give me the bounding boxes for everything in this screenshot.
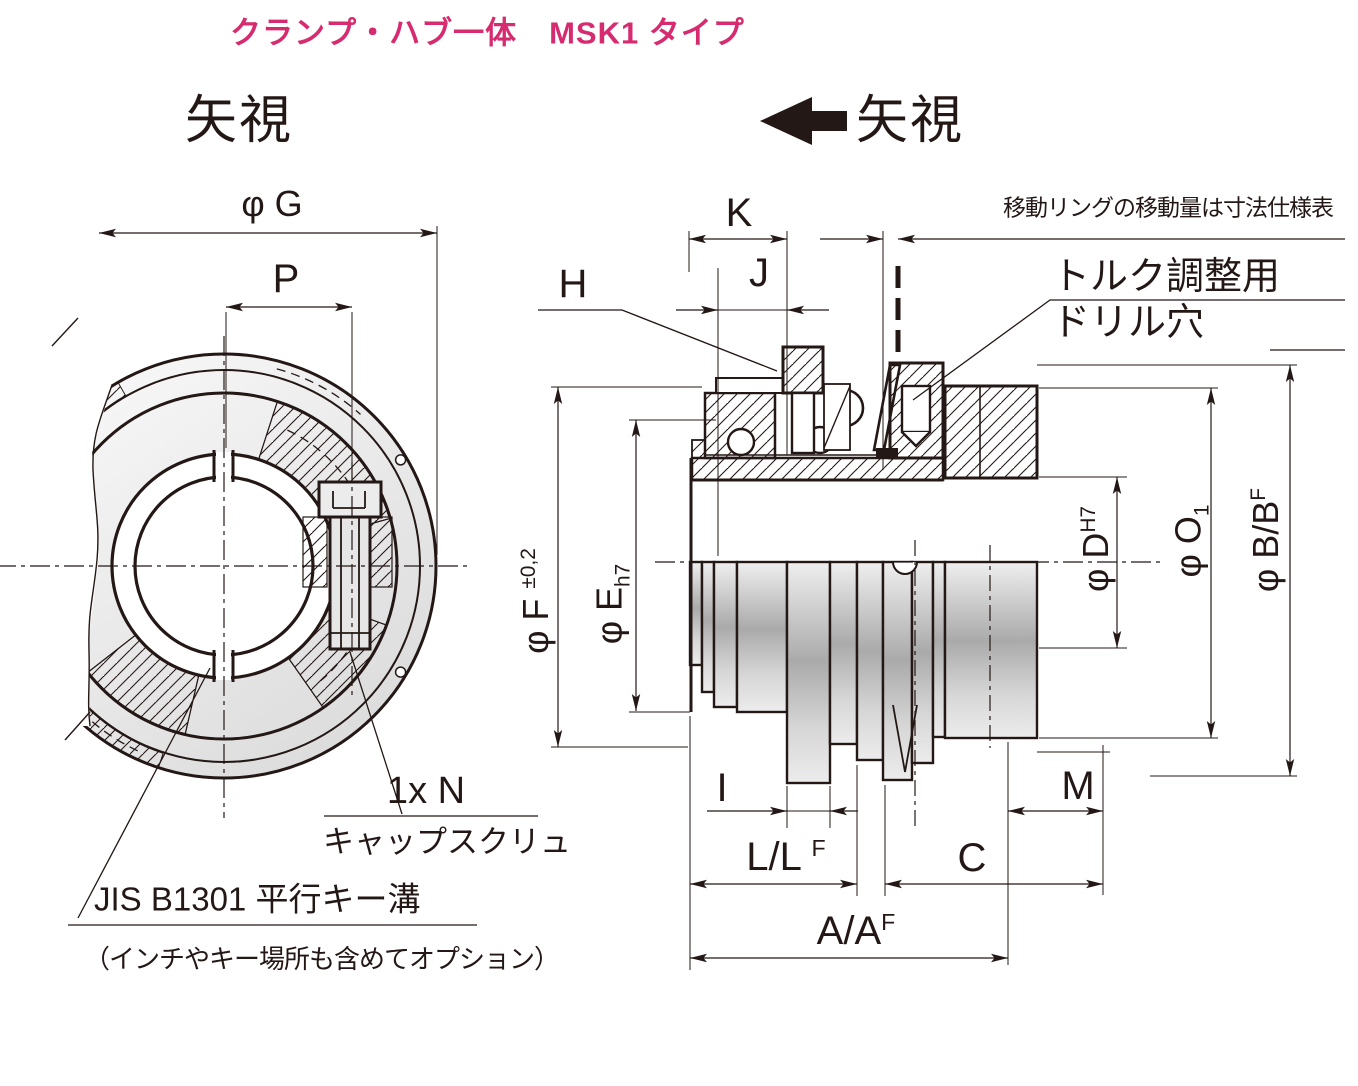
callout-keyway-option: （インチやキー場所も含めてオプション） bbox=[84, 944, 560, 974]
callout-keyway: JIS B1301 平行キー溝 bbox=[94, 880, 421, 918]
callout-cap-screw: キャップスクリュ bbox=[323, 824, 571, 860]
dim-label-i: I bbox=[716, 766, 728, 810]
view-label-left: 矢視 bbox=[185, 92, 294, 150]
dim-label-e-fit: h7 bbox=[611, 563, 635, 587]
right-view-drawing bbox=[538, 231, 1345, 970]
dim-label-l-base: L/L bbox=[746, 835, 812, 880]
dim-label-f-tolerance: ±0,2 bbox=[517, 548, 540, 589]
dim-label-d-fit: H7 bbox=[1077, 505, 1100, 533]
callout-torque-adjust-line1: トルク調整用 bbox=[1052, 256, 1281, 298]
note-moving-ring: 移動リングの移動量は寸法仕様表 bbox=[1003, 194, 1334, 221]
dim-label-f-base: φ F bbox=[515, 588, 556, 654]
view-direction-arrow-icon bbox=[760, 97, 847, 145]
dim-label-m: M bbox=[1061, 764, 1095, 808]
dim-label-o1-base: φ O bbox=[1167, 516, 1209, 578]
dim-label-l-variant: F bbox=[811, 834, 826, 861]
dim-label-p: P bbox=[272, 257, 300, 301]
dim-label-l: L/L F bbox=[746, 834, 826, 880]
view-label-right: 矢視 bbox=[856, 92, 965, 150]
dim-label-a-variant: F bbox=[881, 908, 896, 935]
dim-label-f: φ F ±0,2 bbox=[515, 548, 556, 654]
page-title: クランプ・ハブ一体 MSK1 タイプ bbox=[230, 15, 745, 51]
dim-label-b-base: φ B/B bbox=[1245, 500, 1286, 593]
dim-label-e: φ Eh7 bbox=[588, 563, 635, 645]
dim-label-a: A/AF bbox=[816, 908, 896, 954]
dim-label-o1-index: 1 bbox=[1190, 504, 1214, 517]
callout-torque-drill-hole: ドリル穴 bbox=[1052, 302, 1205, 344]
dim-label-a-base: A/A bbox=[816, 909, 882, 954]
dim-label-o1: φ O1 bbox=[1167, 504, 1214, 578]
dim-label-j: J bbox=[749, 251, 769, 295]
dim-label-c: C bbox=[957, 836, 987, 880]
callout-cap-screw-qty: 1x N bbox=[386, 770, 466, 812]
dim-label-d-base: φ D bbox=[1075, 532, 1116, 593]
dim-label-b: φ B/BF bbox=[1245, 487, 1286, 593]
dim-label-g: φ G bbox=[241, 183, 303, 224]
left-view-drawing bbox=[0, 226, 538, 926]
dim-label-h: H bbox=[558, 262, 588, 306]
dim-label-b-variant: F bbox=[1247, 487, 1270, 501]
dim-label-e-base: φ E bbox=[588, 586, 630, 645]
dim-label-k: K bbox=[725, 191, 753, 235]
dim-label-d: φ DH7 bbox=[1075, 505, 1116, 593]
